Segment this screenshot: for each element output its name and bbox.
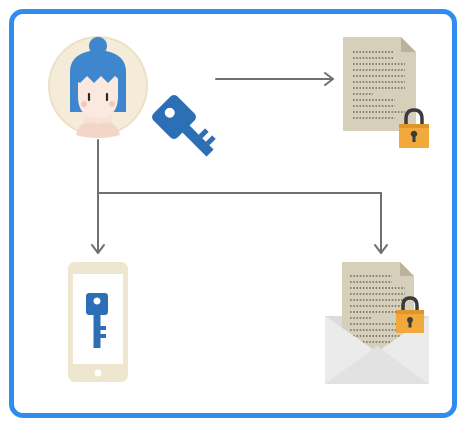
arrow-to-phone	[91, 139, 105, 254]
phone-key-icon	[86, 293, 108, 348]
connector-arrows	[91, 72, 388, 254]
envelope-padlock-icon	[396, 296, 424, 333]
arrow-to-document	[215, 72, 334, 86]
padlock-icon	[399, 108, 429, 148]
phone-with-key-icon	[68, 262, 128, 382]
arrow-to-envelope	[97, 192, 388, 254]
locked-document-icon	[343, 37, 429, 148]
document-text-lines	[353, 51, 405, 119]
user-avatar-icon	[48, 36, 148, 138]
key-icon	[152, 95, 216, 157]
locked-document-in-envelope-icon	[325, 262, 429, 384]
